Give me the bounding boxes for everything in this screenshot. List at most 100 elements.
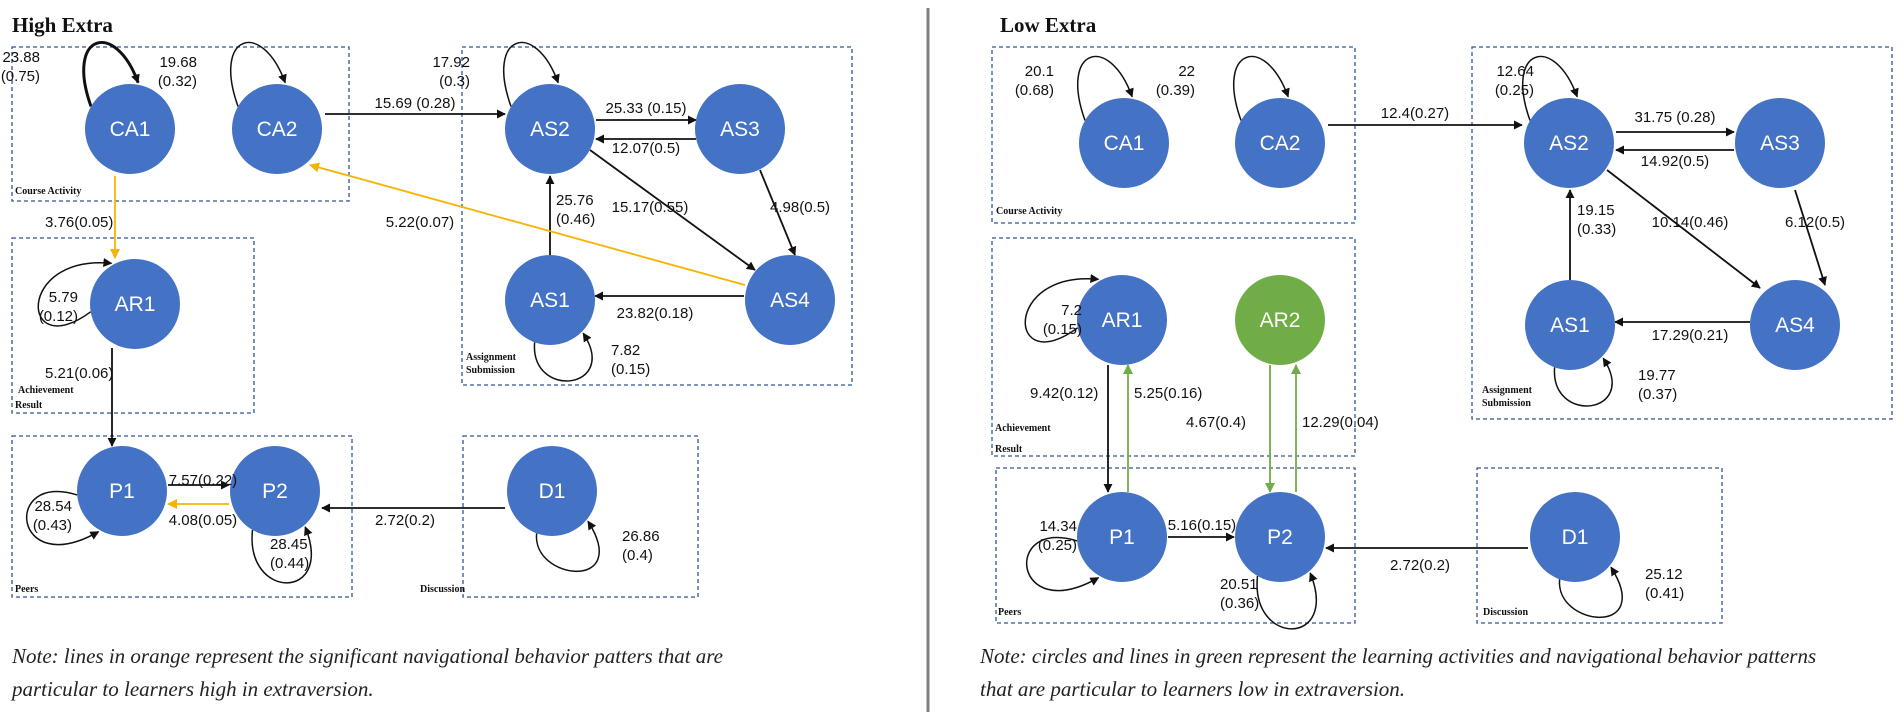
panel-title-high: High Extra <box>12 13 113 37</box>
node-d1-low <box>1530 492 1620 582</box>
node-label-as1-low: AS1 <box>1550 314 1590 337</box>
edge-label-as1-loop-low: 19.77(0.37) <box>1638 367 1677 403</box>
node-ca1-low <box>1079 98 1169 188</box>
edge-as2-as4-high <box>589 149 756 271</box>
node-label-ca2-high: CA2 <box>257 118 298 141</box>
node-label-ar2-low: AR2 <box>1260 309 1301 332</box>
edge-label-as2-loop-low: 12.64(0.25) <box>1495 63 1534 99</box>
edge-label-p2-ar2-low: 12.29(0.04) <box>1302 414 1379 431</box>
edge-label-as3-as2-low: 14.92(0.5) <box>1641 153 1709 170</box>
group-label-course-high: Course Activity <box>15 186 81 197</box>
edge-label-p1-p2-low: 5.16(0.15) <box>1168 517 1236 534</box>
group-label-discussion-high: Discussion <box>420 584 465 595</box>
edge-label-p2-loop-low: 20.51(0.36) <box>1220 576 1259 612</box>
note-high: Note: lines in orange represent the sign… <box>12 644 723 701</box>
edge-label-as1-as2-low: 19.15(0.33) <box>1577 202 1616 238</box>
node-ca1-high <box>85 84 175 174</box>
edge-label-ca1-ar1-high: 3.76(0.05) <box>45 214 113 231</box>
edge-as2-as2-high <box>502 41 560 107</box>
edge-label-ca2-loop-high: 19.68(0.32) <box>158 54 197 90</box>
node-as3-high <box>695 84 785 174</box>
group-label-assignment-high: Assignment <box>466 352 517 363</box>
node-label-as3-high: AS3 <box>720 118 760 141</box>
node-p1-high <box>77 446 167 536</box>
group-label-assignment-low: Assignment <box>1482 385 1533 396</box>
edge-label-d1-p2-low: 2.72(0.2) <box>1390 557 1450 574</box>
edge-ar1-ar1-low <box>1024 274 1100 343</box>
edge-label-d1-loop-low: 25.12(0.41) <box>1645 566 1684 602</box>
node-label-ca1-low: CA1 <box>1104 132 1145 155</box>
edge-label-as1-as2-high: 25.76(0.46) <box>556 192 595 228</box>
edge-p2-p2-high <box>251 526 313 584</box>
edge-label-ca2-loop-low: 22(0.39) <box>1156 63 1195 99</box>
group-box-assignment-low <box>1471 46 1893 420</box>
note-low: Note: circles and lines in green represe… <box>980 644 1817 701</box>
node-as1-high <box>505 255 595 345</box>
edge-label-ca1-loop-low: 20.1(0.68) <box>1015 63 1054 99</box>
edge-label-as4-ca2-high: 5.22(0.07) <box>386 214 454 231</box>
edge-label-as1-loop-high: 7.82(0.15) <box>611 342 650 378</box>
edge-label-ca1-loop-high: 23.88(0.75) <box>1 49 40 85</box>
node-p2-low <box>1235 492 1325 582</box>
edge-label-as2-as3-high: 25.33 (0.15) <box>606 100 687 117</box>
node-as4-high <box>745 255 835 345</box>
group-sublabel-achievement-high: Result <box>15 400 43 411</box>
group-sublabel-assignment-high: Submission <box>466 365 515 376</box>
edge-label-as4-as1-low: 17.29(0.21) <box>1652 327 1729 344</box>
edge-ca1-ca1-low <box>1076 55 1134 121</box>
node-label-ar1-high: AR1 <box>115 293 156 316</box>
node-as2-low <box>1524 98 1614 188</box>
node-label-d1-low: D1 <box>1562 526 1589 549</box>
group-box-course-high <box>11 46 350 202</box>
node-label-d1-high: D1 <box>539 480 566 503</box>
node-as4-low <box>1750 280 1840 370</box>
group-box-discussion-high <box>462 435 699 598</box>
node-as3-low <box>1735 98 1825 188</box>
edge-label-as2-as4-high: 15.17(0.55) <box>612 199 689 216</box>
node-label-ca1-high: CA1 <box>110 118 151 141</box>
edge-label-as3-as4-high: 4.98(0.5) <box>770 199 830 216</box>
edge-label-p1-loop-low: 14.34(0.25) <box>1038 518 1077 554</box>
edge-label-ca2-as2-low: 12.4(0.27) <box>1381 105 1449 122</box>
edge-as1-as1-high <box>533 332 593 382</box>
edge-ar1-ar1-high <box>37 258 113 327</box>
node-label-ar1-low: AR1 <box>1102 309 1143 332</box>
group-box-peers-high <box>11 435 353 598</box>
node-label-p1-high: P1 <box>109 480 135 503</box>
edge-p1-p1-high <box>25 490 100 546</box>
edge-as1-as1-low <box>1553 357 1613 407</box>
node-as1-low <box>1525 280 1615 370</box>
node-label-ca2-low: CA2 <box>1260 132 1301 155</box>
group-label-peers-low: Peers <box>998 607 1021 618</box>
node-ar1-high <box>90 259 180 349</box>
node-ar2-low <box>1235 275 1325 365</box>
edge-d1-d1-low <box>1558 566 1623 619</box>
group-label-discussion-low: Discussion <box>1483 607 1528 618</box>
node-label-as4-high: AS4 <box>770 289 810 312</box>
edge-label-d1-p2-high: 2.72(0.2) <box>375 512 435 529</box>
node-label-p2-high: P2 <box>262 480 288 503</box>
group-box-course-low <box>991 46 1356 224</box>
edge-label-ar1-p1-low: 9.42(0.12) <box>1030 385 1098 402</box>
edge-label-p1-loop-high: 28.54(0.43) <box>33 498 72 534</box>
node-label-as4-low: AS4 <box>1775 314 1815 337</box>
edge-label-ca2-as2-high: 15.69 (0.28) <box>375 95 456 112</box>
group-label-achievement-high: Achievement <box>18 385 74 396</box>
edge-label-as3-as4-low: 6.12(0.5) <box>1785 214 1845 231</box>
edge-as2-as4-low <box>1606 169 1761 289</box>
node-label-p2-low: P2 <box>1267 526 1293 549</box>
group-label-course-low: Course Activity <box>996 206 1062 217</box>
edge-label-p2-loop-high: 28.45(0.44) <box>270 536 309 572</box>
node-ca2-low <box>1235 98 1325 188</box>
edge-label-as4-as1-high: 23.82(0.18) <box>617 305 694 322</box>
edge-label-p1-p2-high: 7.57(0.22) <box>169 472 237 489</box>
edge-p2-p2-low <box>1256 572 1318 630</box>
edge-label-as2-as4-low: 10.14(0.46) <box>1652 214 1729 231</box>
edge-label-as2-as3-low: 31.75 (0.28) <box>1635 109 1716 126</box>
edge-as4-ca2-high <box>309 162 746 286</box>
node-p1-low <box>1077 492 1167 582</box>
edge-p1-p1-low <box>1025 536 1100 592</box>
node-ca2-high <box>232 84 322 174</box>
edge-label-ar1-loop-high: 5.79(0.12) <box>39 289 78 325</box>
